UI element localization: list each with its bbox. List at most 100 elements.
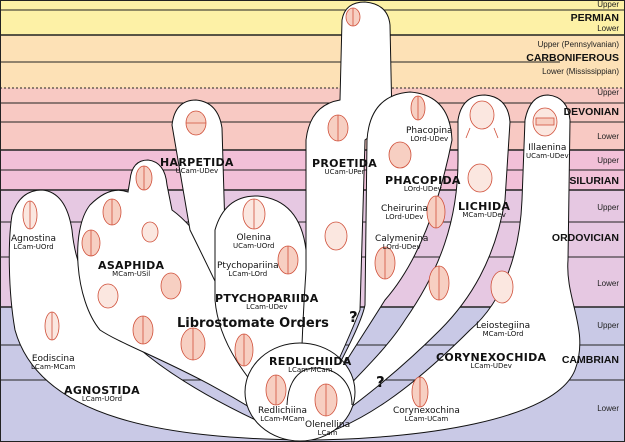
unknown-origin-mark: ? [376,373,385,391]
suborder-range: LCam [317,429,338,437]
lobe-proetida [299,1,393,441]
suborder-name: Corynexochina [393,406,460,416]
suborder-name: Olenellina [305,420,351,430]
trilobite-icon [180,327,206,361]
order-range: MCam-UDev [462,211,506,219]
trilobite-icon [277,245,299,275]
suborder-range: UCam-UDev [526,152,569,160]
lineage-lobes [8,1,581,442]
order-name: PHACOPIDA [385,174,461,187]
order-range: LCam-UDev [470,362,512,370]
trilobite-icon [22,200,38,230]
lobe-corynexochida [299,94,581,441]
trilobite-icon [532,107,558,137]
order-name: REDLICHIIDA [269,355,352,368]
suborder-range: LOrd-UDev [382,243,421,251]
order-range: MCam-USil [112,270,151,278]
trilobite-icon [102,198,122,226]
trilobite-icon [411,376,429,408]
trilobite-icon [426,195,446,229]
trilobite-icon [374,246,396,280]
suborder-name: Ptychopariina [217,261,279,271]
suborder-range: LOrd-UDev [410,135,449,143]
suborder-range: LCam-MCam [260,415,305,423]
suborder-range: LCam-UOrd [13,243,54,251]
unknown-origin-mark: ? [349,308,358,326]
trilobite-icon [324,221,348,251]
silurian-upper-label: Upper [597,156,619,165]
trilobite-icon [490,270,514,304]
suborder-name: Agnostina [11,234,57,244]
carboniferous-label: CARBONIFEROUS [526,52,619,64]
permian-lower-label: Lower [597,24,619,33]
cambrian-label: CAMBRIAN [561,354,619,366]
carboniferous-upper-label: Upper (Pennsylvanian) [537,40,619,49]
trilobite-icon [388,141,412,169]
suborder-name: Redlichiina [258,406,307,416]
olenellina-divider [286,367,353,406]
trilobite-icon [410,95,426,121]
suborder-range: LOrd-UDev [385,213,424,221]
suborder-range: UCam-UOrd [233,242,275,250]
suborder-name: Illaenina [528,143,567,153]
suborder-name: Eodiscina [31,354,75,364]
devonian-label: DEVONIAN [563,106,619,118]
cambrian-upper-label: Upper [597,321,619,330]
order-name: PTYCHOPARIIDA [215,292,319,305]
carboniferous-lower-label: Lower (Mississippian) [542,67,619,76]
suborder-name: Phacopina [406,126,453,136]
permian-upper-label: Upper [597,0,619,9]
order-name: ASAPHIDA [98,259,165,272]
trilobite-icon [428,265,450,301]
trilobite-icon [81,229,101,257]
trilobite-icon [97,283,119,309]
librostomate-orders-label: Librostomate Orders [177,316,329,331]
ordovician-lower-label: Lower [597,279,619,288]
permian-label: PERMIAN [570,12,619,24]
suborder-name: Calymenina [375,234,429,244]
order-name: HARPETIDA [160,156,234,169]
order-range: LCam-UOrd [81,395,123,403]
cambrian-lower-label: Lower [597,404,619,413]
suborder-name: Olenina [236,233,272,243]
trilobite-icon [345,7,361,27]
suborder-name: Leiostegiina [476,321,531,331]
trilobite-icon [135,165,153,191]
trilobite-icon [242,198,266,230]
suborder-range: LCam-MCam [31,363,76,371]
order-range: UCam-UPer [324,168,365,176]
trilobite-icon [141,221,159,243]
suborder-range: LCam-UCam [404,415,449,423]
trilobite-icon [314,383,338,417]
order-range: LOrd-UDev [403,185,442,193]
trilobite-icon [185,110,207,136]
trilobite-icon [234,333,254,367]
trilobite-icon [265,374,287,406]
trilobite-icons [22,7,558,417]
suborder-name: Cheirurina [381,204,428,214]
trilobite-icon [160,272,182,300]
suborder-range: MCam-LOrd [482,330,524,338]
order-name: PROETIDA [312,157,378,170]
order-range: LCam-MCam [288,366,333,374]
devonian-upper-label: Upper [597,88,619,97]
ordovician-upper-label: Upper [597,203,619,212]
trilobite-icon [467,163,493,193]
